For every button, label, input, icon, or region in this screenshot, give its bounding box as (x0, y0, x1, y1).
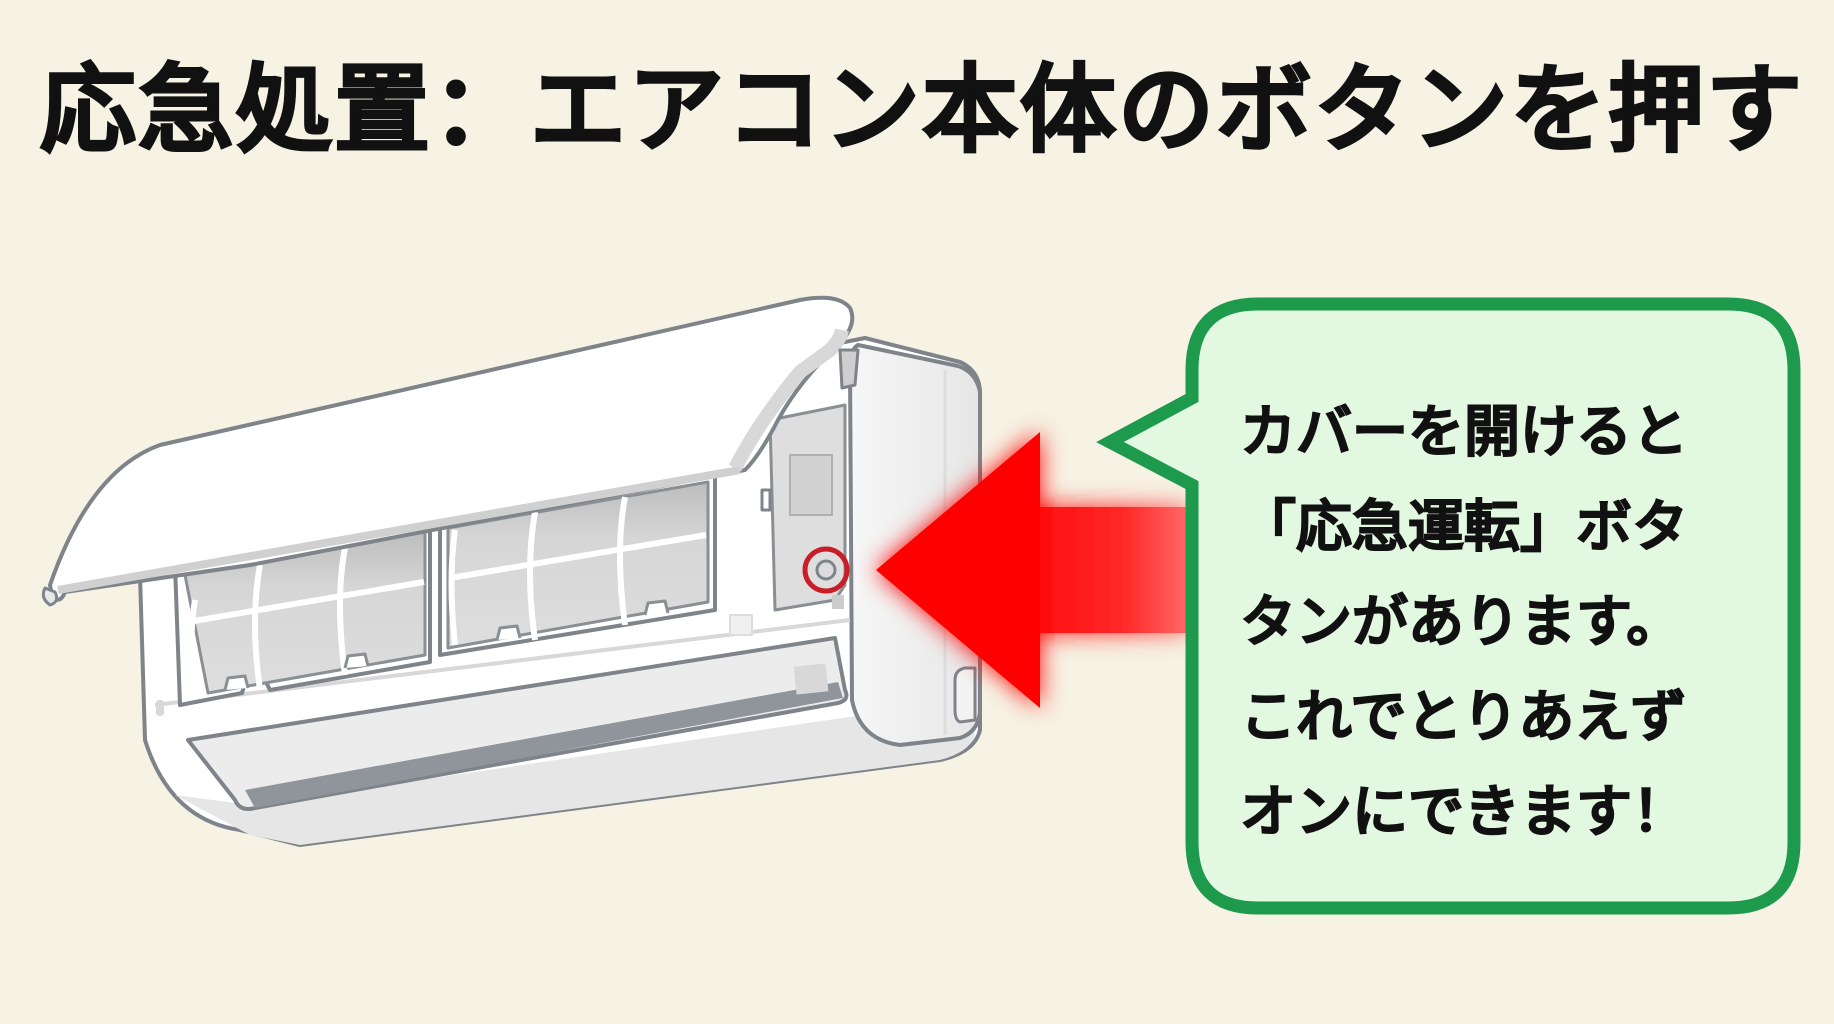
emergency-button-icon (802, 546, 850, 594)
air-conditioner-icon (41, 295, 982, 847)
callout-line: 「応急運転」ボタ (1239, 494, 1688, 560)
callout-line: タンがあります。 (1239, 589, 1683, 655)
callout-line: カバーを開けると (1239, 399, 1688, 465)
callout-text: カバーを開けると 「応急運転」ボタ タンがあります。 これでとりあえず オンにで… (1239, 385, 1760, 860)
page-title: 応急処置：エアコン本体のボタンを押す (39, 54, 1804, 166)
callout-line: これでとりあえず (1239, 684, 1687, 750)
arrow-left-icon (876, 432, 1190, 708)
speech-bubble-icon (1096, 297, 1801, 915)
callout-line: オンにできます！ (1239, 779, 1688, 845)
